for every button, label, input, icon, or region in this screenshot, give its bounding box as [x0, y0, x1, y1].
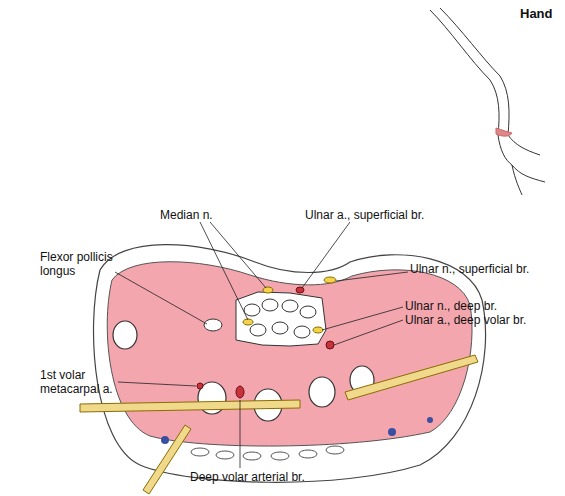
muscle-compartment	[107, 262, 472, 446]
vein	[161, 436, 169, 444]
tendon	[300, 306, 316, 318]
hand-outline	[498, 135, 545, 195]
flexor-tendons	[244, 299, 316, 338]
tendon	[299, 450, 317, 458]
artery	[296, 287, 304, 293]
leader-line	[240, 400, 241, 468]
arteries	[197, 287, 334, 398]
arm-outline	[440, 8, 509, 135]
leader-line	[115, 272, 207, 324]
tendon	[244, 304, 260, 316]
leader-line	[336, 272, 408, 281]
tendon	[271, 452, 289, 460]
flexor-tendon-group	[236, 292, 326, 346]
tendon	[272, 322, 288, 334]
nerve	[313, 327, 323, 333]
extensor-tendons	[191, 446, 344, 460]
tendon	[262, 299, 278, 311]
anatomy-label: Ulnar a., superficial br.	[305, 208, 475, 222]
portal-pin	[80, 400, 300, 412]
portal-pin	[143, 425, 191, 494]
tendon	[282, 300, 298, 312]
anatomy-label: Deep volar arterial br.	[190, 470, 360, 484]
section-marker	[496, 128, 512, 136]
leader-line	[334, 320, 403, 345]
vein	[388, 428, 396, 436]
anatomy-label: Ulnar n., superficial br.	[410, 262, 565, 276]
nerve	[324, 277, 336, 283]
dorsal-veins	[161, 417, 433, 444]
tendon	[326, 446, 344, 454]
anatomy-label: Flexor pollicis longus	[40, 250, 130, 278]
portal-pin	[345, 355, 478, 400]
anatomy-label: Ulnar n., deep br.	[405, 299, 565, 313]
anatomy-label: 1st volar metacarpal a.	[40, 368, 120, 396]
bone	[113, 321, 137, 349]
artery	[236, 386, 244, 398]
bone	[309, 377, 335, 407]
tendon	[250, 324, 266, 336]
artery	[197, 383, 203, 389]
nerves	[243, 277, 336, 333]
tendon	[191, 448, 209, 456]
arm-outline	[430, 10, 499, 135]
fpl-tendon	[204, 319, 222, 331]
artery	[326, 341, 334, 349]
nerve	[263, 287, 273, 293]
skin-outline	[93, 245, 485, 483]
tendon	[243, 452, 261, 460]
leader-line	[322, 307, 403, 330]
leader-line	[200, 222, 248, 320]
leader-line	[210, 222, 266, 288]
tendon	[216, 451, 234, 459]
vein	[427, 417, 433, 423]
leader-line	[302, 222, 350, 288]
arm-sketch	[430, 8, 545, 195]
tendon	[294, 326, 310, 338]
leader-line	[118, 382, 196, 386]
anatomy-label: Median n.	[160, 208, 280, 222]
anatomy-label: Ulnar a., deep volar br.	[405, 313, 565, 327]
leader-lines	[115, 222, 408, 468]
figure-title: Hand	[520, 6, 553, 21]
pins	[80, 355, 478, 494]
